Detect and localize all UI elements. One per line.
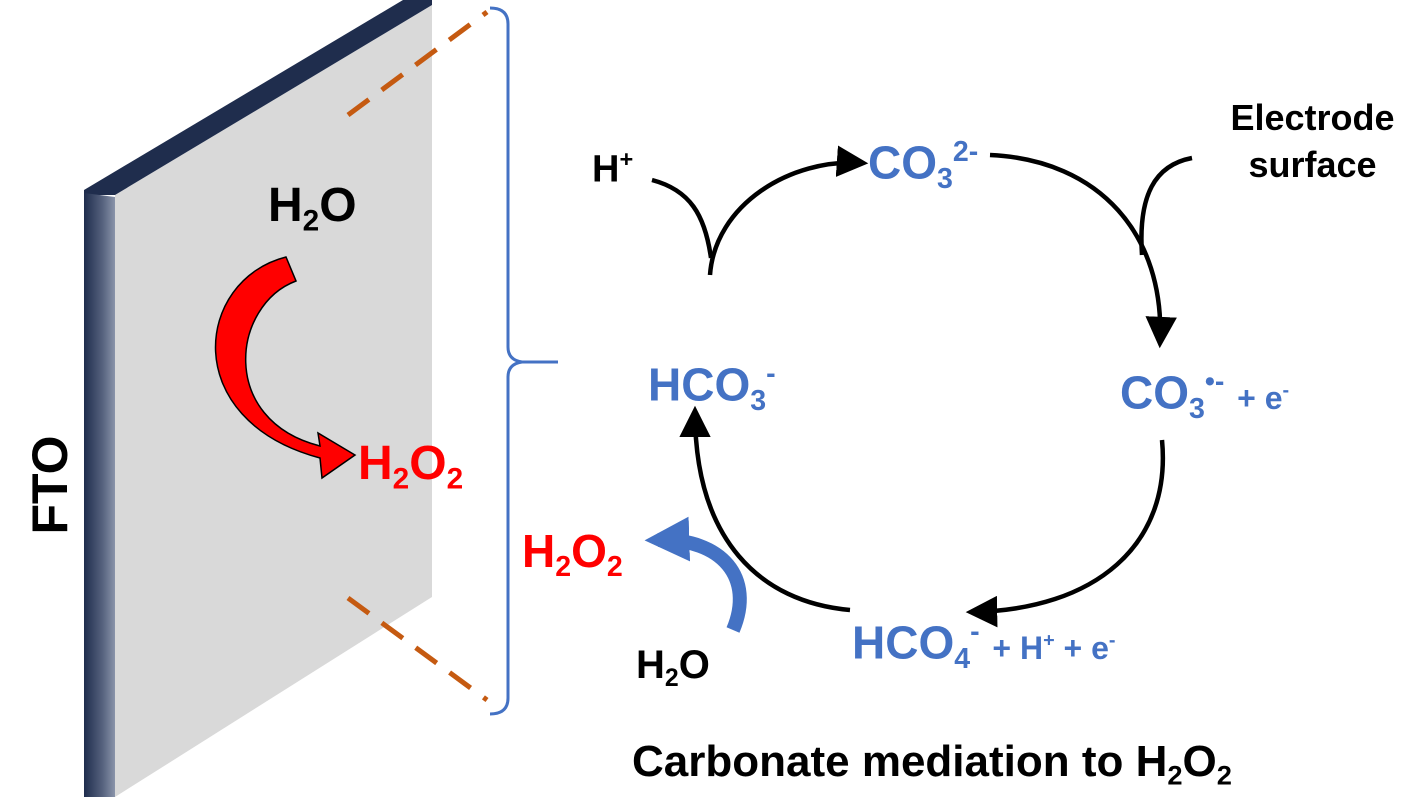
zoom-dash-bottom [346, 595, 489, 703]
diagram-caption: Carbonate mediation to H2O2 [632, 737, 1232, 791]
bicarbonate-label: HCO3- [648, 358, 776, 417]
electrode-top-edge [84, 0, 432, 195]
electrode-surface-label: Electrode surface [1230, 97, 1395, 185]
carbonate-label: CO32- [868, 136, 979, 195]
electrode-red-arrow [214, 256, 357, 480]
cycle-arrow-carbonate-to-radical [989, 152, 1177, 349]
electrode-surface-arrow [1139, 155, 1193, 256]
zoom-bracket [489, 6, 558, 716]
fto-label: FTO [22, 435, 78, 535]
cycle-arrow-bicarbonate-to-carbonate [707, 145, 869, 276]
proton-input-arrow [651, 177, 714, 259]
electrode-face [115, 5, 432, 797]
electrode-peroxide-label: H2O2 [358, 437, 464, 496]
cycle-peroxide-label: H2O2 [522, 525, 623, 584]
cycle-water-label: H2O [636, 643, 710, 692]
cycle-arrow-radical-to-percarbonate [965, 439, 1166, 628]
zoom-dash-top [346, 9, 489, 118]
proton-label: H+ [592, 146, 634, 191]
percarbonate-label: HCO4- + H+ + e- [852, 616, 1116, 675]
carbonate-radical-label: CO3•- + e- [1120, 366, 1290, 425]
water-to-peroxide-arrow [644, 516, 747, 633]
cycle-arrow-percarbonate-to-bicarbonate [679, 405, 851, 613]
electrode-side-edge [84, 193, 115, 797]
electrode-water-label: H2O [268, 179, 357, 238]
